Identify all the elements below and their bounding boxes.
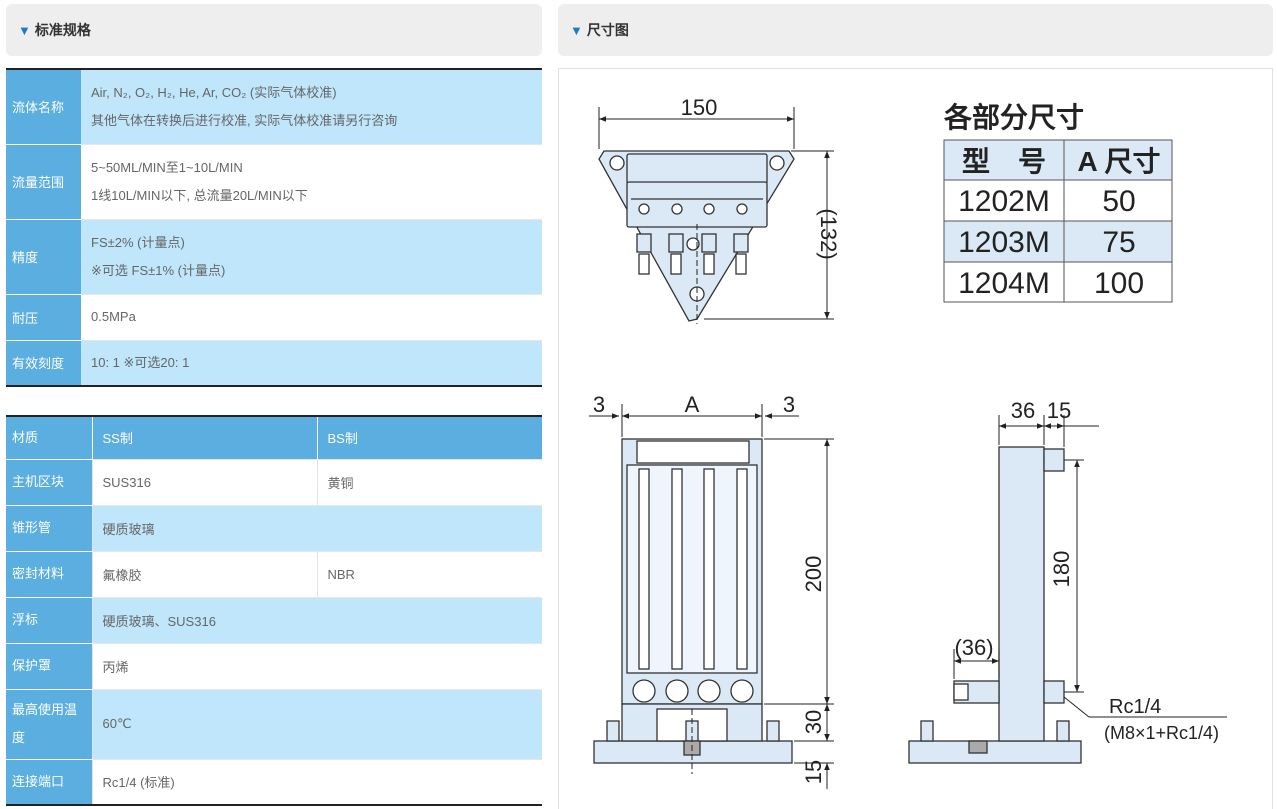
- material-key: 锥形管: [6, 505, 92, 552]
- dim-label: 30: [801, 710, 826, 734]
- materials-table: 材质 SS制 BS制 主机区块 SUS316 黄铜 锥形管 硬质玻璃 密封材料 …: [6, 415, 542, 806]
- spec-value: FS±2% (计量点) ※可选 FS±1% (计量点): [81, 219, 542, 295]
- dim-label: 180: [1049, 551, 1074, 588]
- front-dims: [589, 404, 834, 789]
- dim-label: (36): [954, 635, 993, 660]
- material-ss: SUS316: [91, 459, 317, 506]
- table-row: 保护罩 丙烯: [6, 643, 542, 690]
- drawing-header: ▼ 尺寸图: [558, 4, 1273, 56]
- material-key: 保护罩: [6, 643, 92, 690]
- dim-label: 15: [1047, 398, 1071, 423]
- spec-value: 5~50ML/MIN至1~10L/MIN 1线10L/MIN以下, 总流量20L…: [81, 144, 542, 220]
- dim-label: 15: [801, 760, 826, 784]
- spec-key: 流体名称: [6, 69, 81, 145]
- column-header: SS制: [91, 416, 317, 460]
- dim-label: 3: [593, 392, 605, 417]
- size-model: 1202M: [958, 185, 1050, 218]
- dim-label: 200: [801, 556, 826, 593]
- table-row: 最高使用温度 60℃: [6, 689, 542, 760]
- spec-line: ※可选 FS±1% (计量点): [91, 262, 226, 278]
- side-view: [908, 446, 1082, 764]
- size-table-title: 各部分尺寸: [943, 101, 1084, 133]
- table-row: 密封材料 氟橡胶 NBR: [6, 551, 542, 598]
- material-both: 60℃: [91, 689, 542, 760]
- spec-value: Air, N₂, O₂, H₂, He, Ar, CO₂ (实际气体校准) 其他…: [81, 69, 542, 145]
- size-value: 50: [1102, 185, 1135, 218]
- drawing-header-label: 尺寸图: [586, 22, 629, 38]
- table-header-row: 材质 SS制 BS制: [6, 416, 542, 460]
- spec-table: 流体名称 Air, N₂, O₂, H₂, He, Ar, CO₂ (实际气体校…: [6, 68, 542, 387]
- material-bs: 黄铜: [316, 459, 542, 506]
- spec-line: 0.5MPa: [91, 309, 136, 324]
- spec-header: ▼ 标准规格: [6, 4, 542, 56]
- top-dims: [598, 107, 834, 324]
- material-key: 最高使用温度: [6, 689, 92, 760]
- table-row: 流量范围 5~50ML/MIN至1~10L/MIN 1线10L/MIN以下, 总…: [6, 144, 542, 220]
- table-row: 浮标 硬质玻璃、SUS316: [6, 597, 542, 644]
- spec-line: FS±2% (计量点): [91, 234, 185, 250]
- spec-key: 耐压: [6, 294, 81, 341]
- material-both: Rc1/4 (标准): [91, 759, 542, 806]
- dim-label: (132): [816, 208, 841, 259]
- spec-key: 有效刻度: [6, 340, 81, 387]
- table-row: 连接端口 Rc1/4 (标准): [6, 759, 542, 806]
- material-both: 硬质玻璃: [91, 505, 542, 552]
- triangle-down-icon: ▼: [18, 22, 31, 38]
- dimension-drawing: 150 (132) 各部分尺寸 型 号 A 尺寸 1202M 50 1203M …: [558, 68, 1273, 809]
- table-row: 耐压 0.5MPa: [6, 294, 542, 341]
- spec-line: Air, N₂, O₂, H₂, He, Ar, CO₂ (实际气体校准): [91, 84, 337, 100]
- size-table-header: 型 号: [962, 146, 1046, 177]
- port-label: Rc1/4: [1109, 696, 1161, 718]
- table-row: 主机区块 SUS316 黄铜: [6, 459, 542, 506]
- spec-key: 精度: [6, 219, 81, 295]
- material-both: 丙烯: [91, 643, 542, 690]
- drawing-svg: 150 (132) 各部分尺寸 型 号 A 尺寸 1202M 50 1203M …: [589, 95, 1227, 789]
- material-ss: 氟橡胶: [91, 551, 317, 598]
- spec-key: 流量范围: [6, 144, 81, 220]
- material-both: 硬质玻璃、SUS316: [91, 597, 542, 644]
- material-bs: NBR: [316, 551, 542, 598]
- size-table-header: A 尺寸: [1078, 146, 1161, 177]
- column-header: 材质: [6, 416, 92, 460]
- material-key: 浮标: [6, 597, 92, 644]
- table-row: 精度 FS±2% (计量点) ※可选 FS±1% (计量点): [6, 219, 542, 295]
- table-row: 流体名称 Air, N₂, O₂, H₂, He, Ar, CO₂ (实际气体校…: [6, 69, 542, 145]
- spec-value: 0.5MPa: [81, 294, 542, 341]
- material-key: 主机区块: [6, 459, 92, 506]
- spec-line: 1线10L/MIN以下, 总流量20L/MIN以下: [91, 187, 308, 203]
- spec-header-label: 标准规格: [34, 22, 91, 38]
- spec-value: 10: 1 ※可选20: 1: [81, 340, 542, 387]
- triangle-down-icon: ▼: [570, 22, 583, 38]
- column-header: BS制: [316, 416, 542, 460]
- size-model: 1203M: [958, 226, 1050, 259]
- table-row: 锥形管 硬质玻璃: [6, 505, 542, 552]
- size-table: 型 号 A 尺寸 1202M 50 1203M 75 1204M 100: [943, 139, 1173, 303]
- table-row: 有效刻度 10: 1 ※可选20: 1: [6, 340, 542, 387]
- spec-line: 10: 1 ※可选20: 1: [91, 354, 190, 370]
- port-sub-label: (M8×1+Rc1/4): [1104, 723, 1219, 743]
- dim-label: A: [685, 392, 700, 417]
- dim-label: 3: [783, 392, 795, 417]
- front-view: [593, 438, 793, 764]
- size-value: 100: [1094, 267, 1144, 300]
- dim-label: 150: [681, 95, 718, 120]
- material-key: 密封材料: [6, 551, 92, 598]
- spec-line: 5~50ML/MIN至1~10L/MIN: [91, 159, 243, 175]
- size-value: 75: [1102, 226, 1135, 259]
- material-key: 连接端口: [6, 759, 92, 806]
- dim-label: 36: [1011, 398, 1035, 423]
- size-model: 1204M: [958, 267, 1050, 300]
- side-dims: [953, 415, 1227, 718]
- spec-line: 其他气体在转换后进行校准, 实际气体校准请另行咨询: [91, 112, 398, 128]
